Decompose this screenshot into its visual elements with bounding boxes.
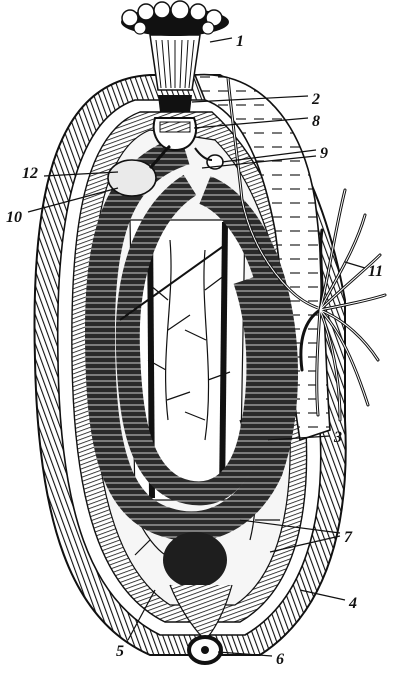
posterior-opening-center <box>201 646 209 654</box>
label-3: 3 <box>333 429 342 446</box>
label-6: 6 <box>276 651 284 668</box>
column-stripe-right <box>222 222 225 498</box>
label-5: 5 <box>116 643 124 660</box>
compensation-sac <box>108 160 156 196</box>
label-11: 11 <box>368 263 383 280</box>
lower-chamber <box>163 532 227 588</box>
label-2: 2 <box>311 91 320 108</box>
label-1: 1 <box>236 33 244 50</box>
collar-ring <box>158 95 192 112</box>
label-4: 4 <box>348 595 357 612</box>
label-10: 10 <box>6 209 22 226</box>
esophagus-bands <box>160 122 190 132</box>
tentacle-crown <box>121 1 229 36</box>
label-12: 12 <box>22 165 38 182</box>
label-8: 8 <box>312 113 320 130</box>
label-9: 9 <box>320 145 328 162</box>
label-7: 7 <box>344 529 353 546</box>
